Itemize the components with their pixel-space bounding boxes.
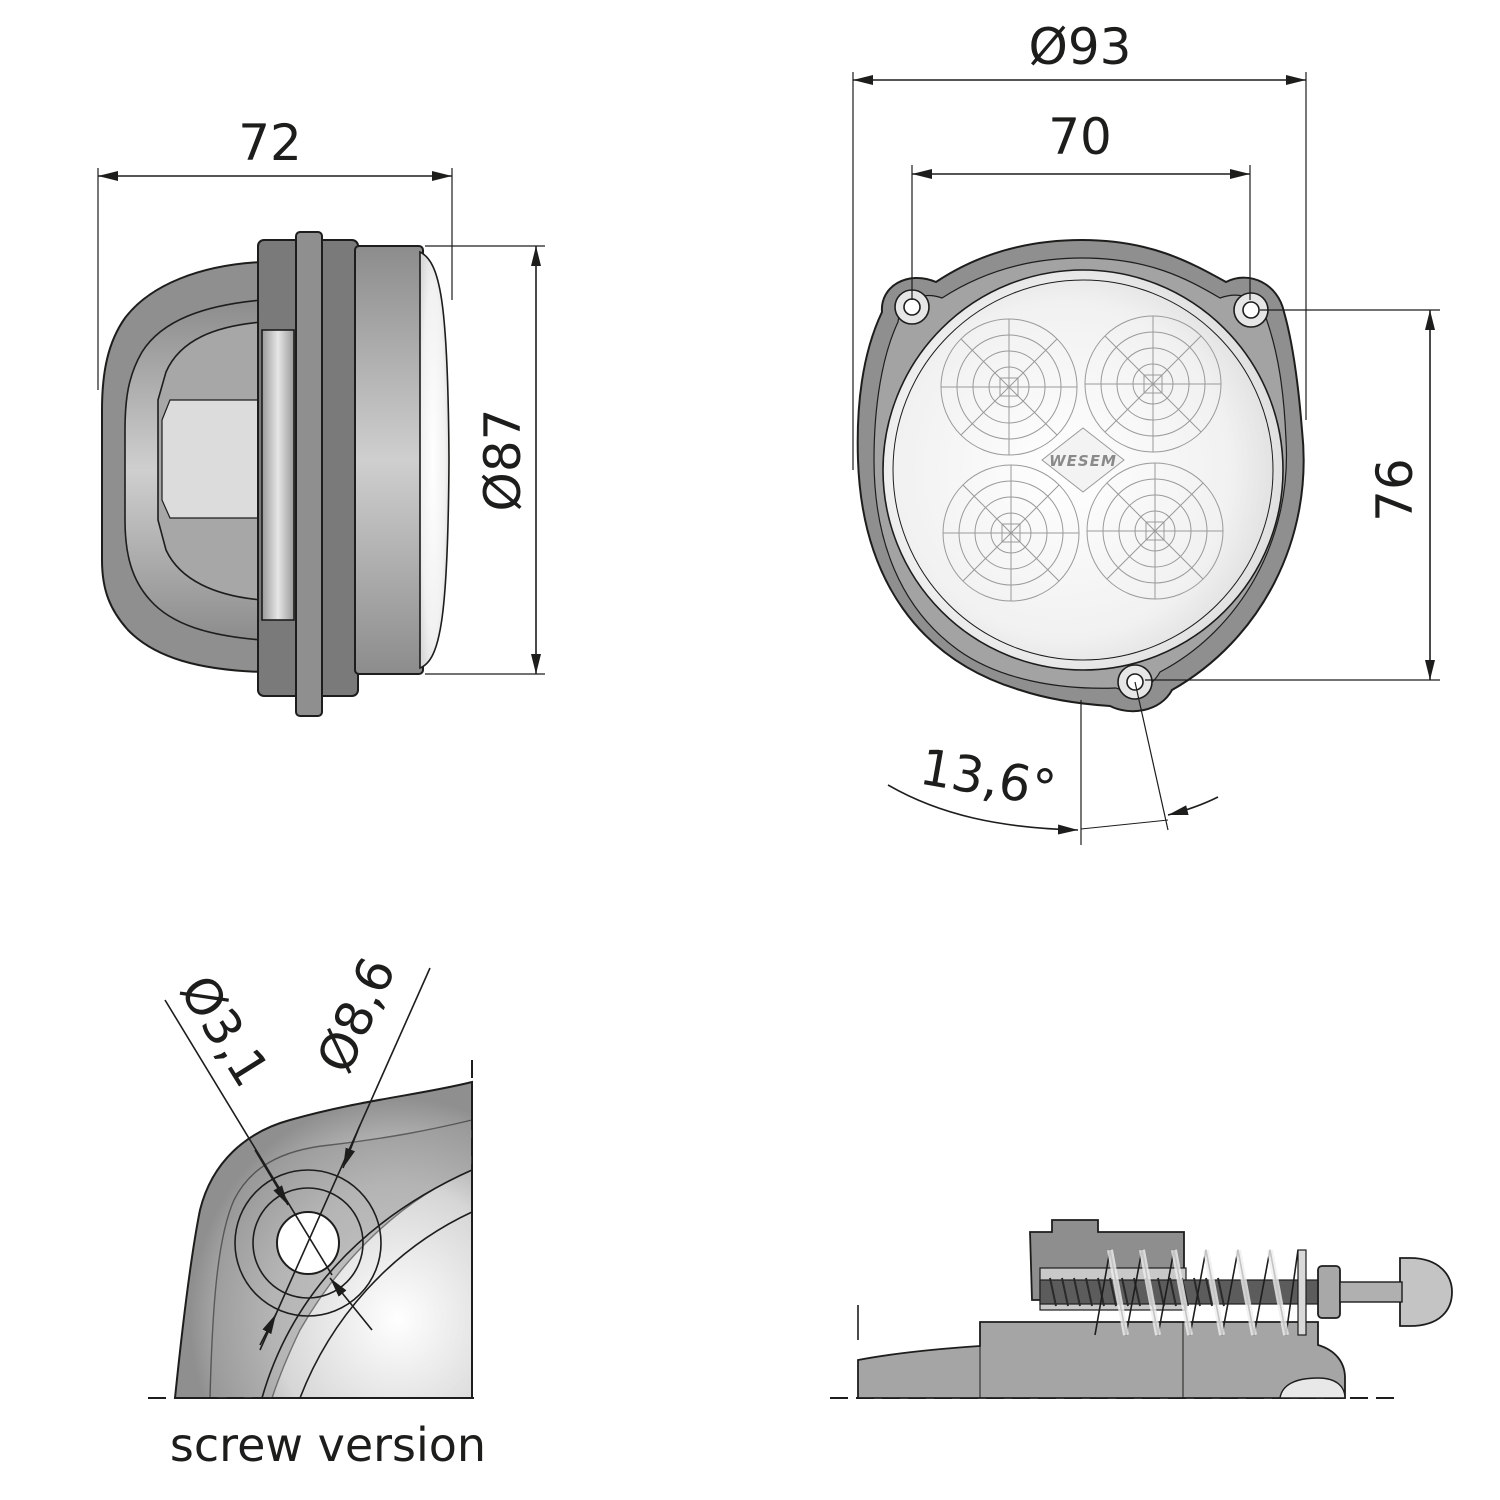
angle-arc [887,784,1079,835]
dim-label-8-6: Ø8,6 [306,949,407,1081]
dim-label-3-1: Ø3,1 [168,965,280,1097]
led-reflector-bottom-left [942,464,1080,602]
detail-view: Ø3,1 Ø8,6 screw version [148,949,486,1472]
angle-ref-line-inclined [1134,681,1169,831]
boss-ring-mid [252,1187,364,1299]
bolt-shaft [1039,1279,1341,1305]
spring-seat [1297,1249,1307,1336]
brand-logo: WESEM [1049,452,1117,470]
leader-3-1-arrow-b [329,1277,373,1331]
leader-8-6-arrow [342,1124,361,1169]
mount-base [857,1321,1346,1399]
led-reflector-bottom-right [1086,462,1224,600]
led-reflector-top-left [940,318,1078,456]
angle-arc-between [1080,819,1169,830]
lens-dome [419,250,450,670]
compression-spring-fill [1107,1249,1289,1336]
front-lens-rim [892,279,1274,661]
front-bezel [354,245,424,675]
flange-ring-lip [295,231,323,717]
dim-label-93: Ø93 [1029,18,1132,76]
compression-spring [1094,1249,1299,1336]
mount-hole-left [903,298,921,316]
led-reflector-top-right [1084,315,1222,453]
dim-label-70: 70 [1048,108,1112,166]
angle-arc-right [1167,796,1219,816]
front-view: WESEM Ø93 70 76 13,6° [852,18,1440,845]
dim-label-87: Ø87 [474,409,532,512]
dim-label-angle: 13,6° [916,738,1060,819]
spring-mount-view [830,1219,1453,1399]
leader-8-6-arrow-b [259,1313,277,1346]
dim-label-72: 72 [238,114,302,172]
leader-3-1-arrow [254,1149,289,1206]
housing-rib-inner [161,399,263,519]
side-view: 72 Ø87 [97,114,545,717]
bolt-collar [1339,1281,1403,1303]
mount-hole-right [1242,301,1260,319]
detail-lens-edge [261,1169,473,1399]
logo-plate [1041,427,1125,493]
flange-inner [261,329,295,621]
caption-screw-version: screw version [170,1418,486,1472]
bolt-cap [1399,1257,1453,1327]
dim-label-76: 76 [1366,458,1424,522]
detail-lens-edge-2 [299,1211,473,1399]
bolt-head [1317,1265,1341,1319]
mount-foot [1279,1377,1346,1399]
leader-3-1 [164,999,333,1276]
boss-ring-outer [234,1169,382,1317]
